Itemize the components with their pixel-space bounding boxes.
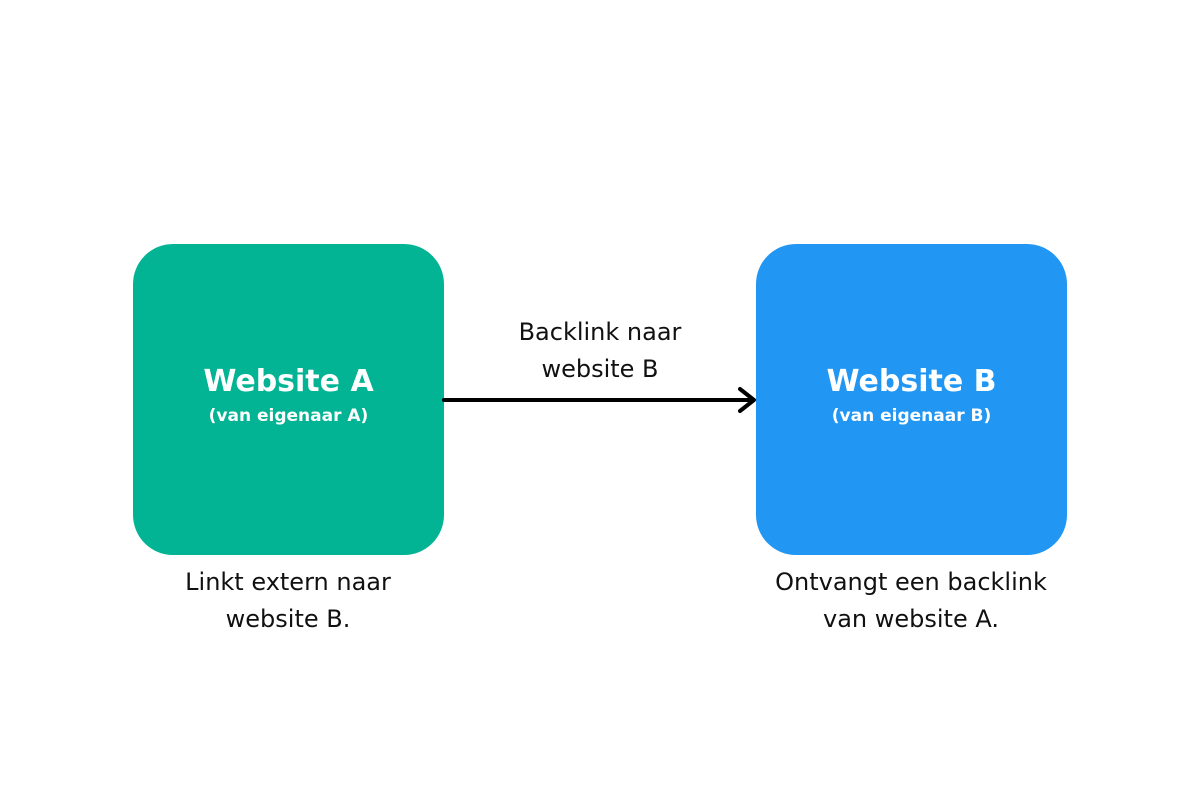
- edge-label-line2: website B: [541, 355, 659, 383]
- website-b-caption: Ontvangt een backlink van website A.: [721, 564, 1101, 638]
- website-b-subtitle: (van eigenaar B): [831, 405, 992, 426]
- website-a-title: Website A: [203, 363, 374, 399]
- website-a-subtitle: (van eigenaar A): [208, 405, 369, 426]
- website-b-node: Website B (van eigenaar B): [756, 244, 1067, 555]
- arrow-head-icon: [738, 387, 756, 413]
- website-a-caption-line2: website B.: [225, 605, 351, 633]
- website-b-caption-line2: van website A.: [823, 605, 999, 633]
- website-a-node: Website A (van eigenaar A): [133, 244, 444, 555]
- edge-label: Backlink naar website B: [430, 314, 770, 388]
- website-a-caption-line1: Linkt extern naar: [185, 568, 391, 596]
- website-b-title: Website B: [826, 363, 997, 399]
- website-a-caption: Linkt extern naar website B.: [98, 564, 478, 638]
- website-b-caption-line1: Ontvangt een backlink: [775, 568, 1047, 596]
- edge-label-line1: Backlink naar: [518, 318, 682, 346]
